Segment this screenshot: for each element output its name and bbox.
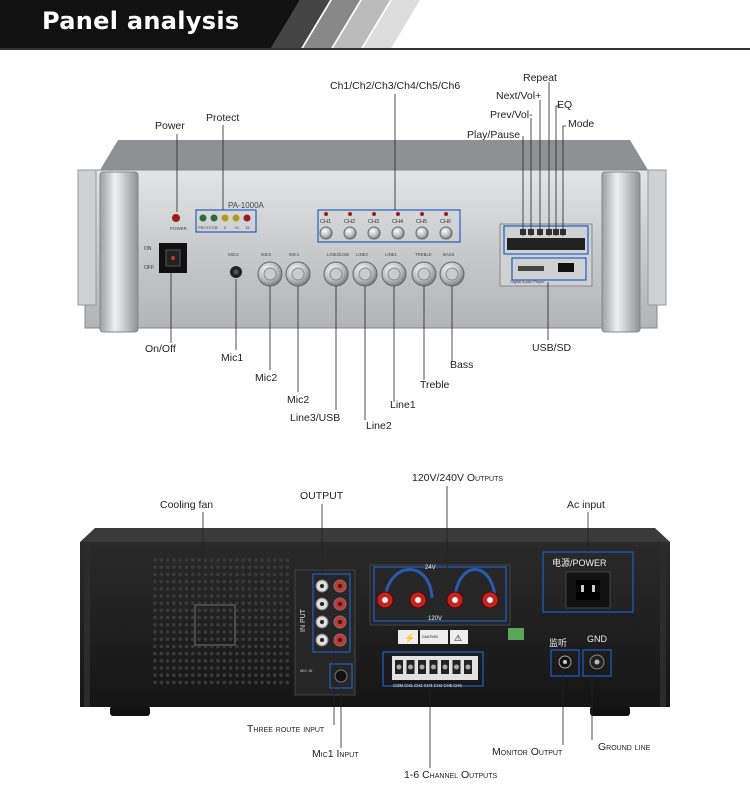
- protect-box: [195, 209, 257, 233]
- channel-button: [439, 226, 453, 240]
- usb-sd-box: [511, 257, 587, 281]
- channel-label: CH6: [440, 219, 451, 225]
- terminal-screw: [454, 664, 459, 670]
- terminal-box: [382, 651, 484, 687]
- callout-channel-outputs: 1-6 Channel Outputs: [404, 769, 498, 781]
- callout-mode: Mode: [568, 118, 595, 130]
- callout-output: OUTPUT: [300, 490, 344, 502]
- terminal-screw: [419, 664, 425, 670]
- monitor-box: [550, 649, 580, 677]
- terminal-screw: [431, 664, 436, 670]
- svg-text:CAUTION: CAUTION: [422, 635, 438, 639]
- channel-group: CH1 CH2 CH3 CH4 CH5 CH6: [319, 212, 453, 240]
- svg-text:24V: 24V: [425, 565, 436, 571]
- knob-label: BASS: [443, 252, 455, 257]
- callout-mic1: Mic1: [221, 352, 244, 364]
- svg-text:GND: GND: [587, 634, 608, 644]
- svg-text:电源/POWER: 电源/POWER: [552, 557, 607, 568]
- callout-treble: Treble: [420, 379, 450, 391]
- callout-line3: Line3/USB: [290, 412, 341, 424]
- callout-onoff: On/Off: [145, 343, 176, 355]
- channel-button: [415, 226, 429, 240]
- callout-mic2b: Mic2: [287, 394, 310, 406]
- knob-label: MIC1: [289, 252, 300, 257]
- svg-text:Digital Audio Player: Digital Audio Player: [510, 279, 545, 284]
- callout-outputs-120: 120V/240V Outputs: [412, 472, 504, 484]
- channel-label: CH5: [416, 219, 427, 225]
- cooling-fan-grille: [153, 558, 290, 685]
- callout-channels: Ch1/Ch2/Ch3/Ch4/Ch5/Ch6: [330, 80, 461, 92]
- model-name: PA-1000A: [228, 201, 265, 210]
- svg-text:IN PUT: IN PUT: [300, 608, 307, 632]
- terminal-screw: [408, 664, 413, 670]
- channel-label: CH1: [320, 219, 331, 225]
- input-box: [312, 573, 351, 653]
- chassis-top: [100, 140, 648, 170]
- channel-box: [317, 209, 461, 243]
- terminal-screw: [396, 664, 402, 670]
- callout-three-route: Three route input: [247, 723, 325, 735]
- power-led: [172, 214, 180, 222]
- knob-group: MIC2 MIC1 LINE3/USB LINE2 LINE1 TREBLE BASS: [257, 252, 465, 287]
- svg-text:COM CH1 CH2 CH3 CH4 CH5 CH6: COM CH1 CH2 CH3 CH4 CH5 CH6: [393, 683, 462, 688]
- callout-line2: Line2: [366, 420, 392, 432]
- header-stripes: [0, 0, 750, 50]
- svg-text:监听: 监听: [549, 637, 567, 648]
- callout-bass: Bass: [450, 359, 474, 371]
- output-box: [373, 566, 507, 622]
- svg-text:MIC2: MIC2: [228, 252, 239, 257]
- right-handle: [601, 171, 641, 333]
- channel-button: [367, 226, 381, 240]
- callout-repeat: Repeat: [523, 72, 557, 84]
- svg-text:POWER: POWER: [170, 226, 188, 231]
- knob-label: LINE2: [356, 252, 369, 257]
- callout-power: Power: [155, 120, 185, 132]
- usb-port: [558, 263, 574, 272]
- terminal-screw: [465, 664, 471, 670]
- svg-text:15: 15: [245, 225, 250, 230]
- svg-text:0: 0: [224, 225, 227, 230]
- callout-line1: Line1: [390, 399, 416, 411]
- callout-prev: Prev/Vol-: [490, 109, 533, 121]
- callout-protect: Protect: [206, 112, 240, 124]
- channel-label: CH3: [368, 219, 379, 225]
- svg-text:OFF: OFF: [144, 265, 154, 271]
- rear-top: [80, 528, 670, 542]
- svg-text:ON: ON: [144, 246, 152, 252]
- sd-slot: [518, 266, 544, 271]
- callout-ac: Ac input: [567, 499, 605, 511]
- terminal-screw: [442, 664, 448, 670]
- svg-text:120V: 120V: [428, 616, 442, 622]
- callout-next: Next/Vol+: [496, 90, 542, 102]
- header-banner: Panel analysis: [0, 0, 750, 50]
- callout-monitor: Monitor Output: [492, 746, 563, 758]
- channel-button: [343, 226, 357, 240]
- channel-button: [391, 226, 405, 240]
- knob-label: LINE3/USB: [327, 252, 349, 257]
- channel-button: [319, 226, 333, 240]
- svg-text:-5: -5: [214, 225, 218, 230]
- channel-label: CH2: [344, 219, 355, 225]
- channel-label: CH4: [392, 219, 403, 225]
- callout-play: Play/Pause: [467, 129, 521, 141]
- svg-text:PROTECT: PROTECT: [198, 225, 218, 230]
- svg-text:MIC IN: MIC IN: [300, 668, 313, 673]
- left-handle: [99, 171, 139, 333]
- knob-label: LINE1: [385, 252, 398, 257]
- callout-usb: USB/SD: [532, 342, 572, 354]
- knob-label: TREBLE: [415, 252, 432, 257]
- svg-text:⚡: ⚡: [404, 632, 415, 644]
- svg-text:+5: +5: [234, 225, 239, 230]
- knob-label: MIC2: [261, 252, 272, 257]
- callout-eq: EQ: [557, 99, 573, 111]
- page-title: Panel analysis: [42, 7, 240, 35]
- ground-box: [582, 649, 612, 677]
- callout-ground: Ground line: [598, 741, 651, 753]
- callout-mic1-input: Mic1 Input: [312, 748, 359, 760]
- callout-mic2a: Mic2: [255, 372, 278, 384]
- callout-fan: Cooling fan: [160, 499, 214, 511]
- svg-text:⚠: ⚠: [454, 633, 462, 643]
